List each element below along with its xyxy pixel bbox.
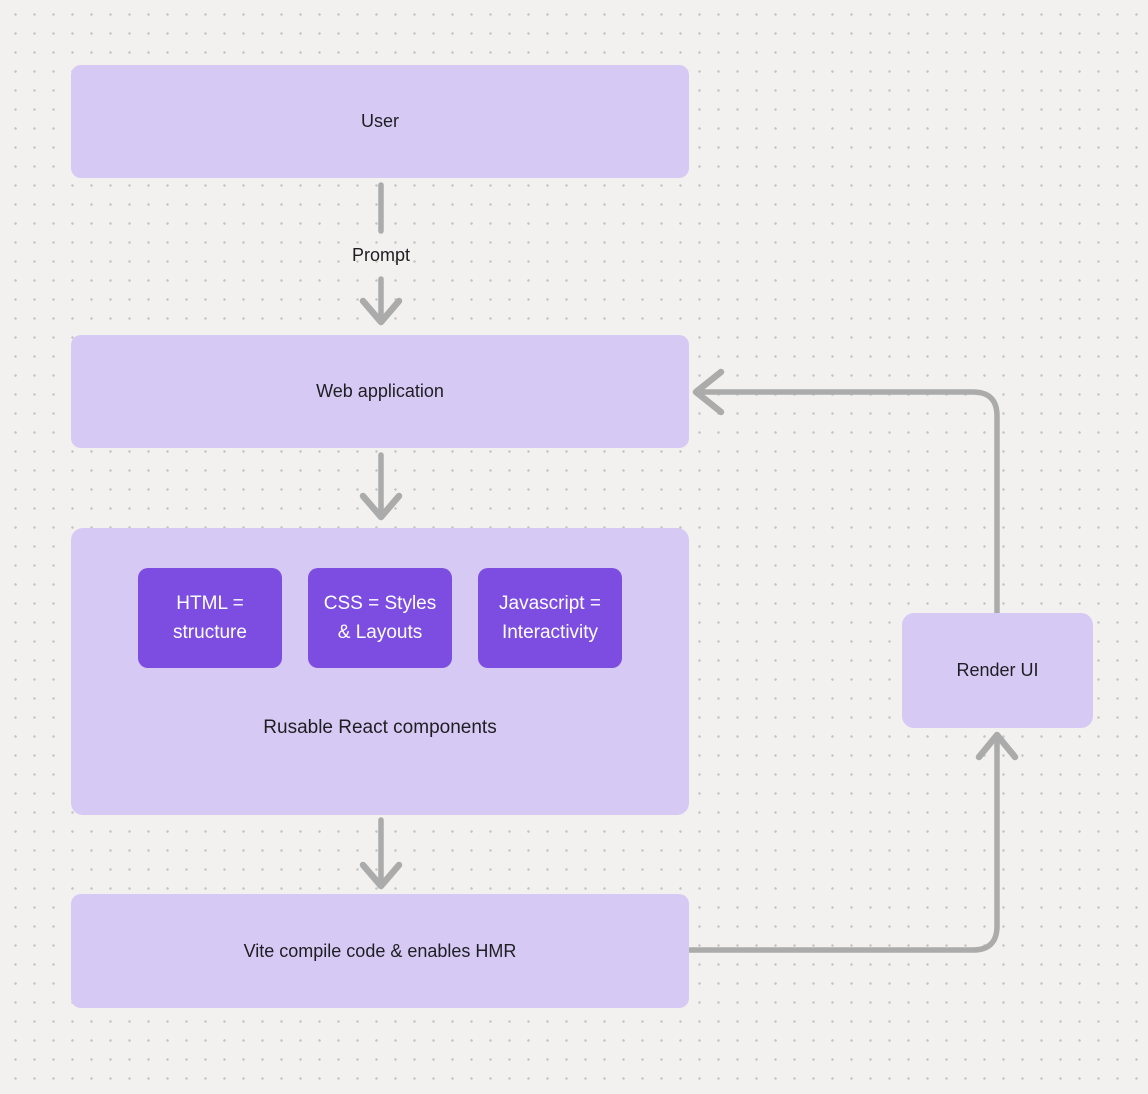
components-group-caption: Rusable React components [263, 717, 497, 738]
edge-render-webapp-arrowhead [692, 368, 725, 416]
chip-javascript-label: Javascript = Interactivity [499, 593, 601, 643]
node-user: User [71, 65, 689, 178]
chip-html: HTML = structure [138, 568, 282, 668]
edge-group-vite-arrowhead [359, 861, 403, 890]
node-web-application-label: Web application [316, 381, 444, 401]
edge-user-webapp-arrowhead [359, 297, 403, 326]
edge-label-prompt: Prompt [351, 245, 411, 265]
node-components-group: HTML = structure CSS = Styles & Layouts … [71, 528, 689, 815]
node-vite-label: Vite compile code & enables HMR [243, 940, 517, 961]
edge-vite-render-line [687, 739, 1000, 953]
chip-html-label: HTML = structure [173, 593, 247, 643]
chip-css-label: CSS = Styles & Layouts [323, 593, 437, 643]
chip-css: CSS = Styles & Layouts [308, 568, 452, 668]
node-render-ui: Render UI [902, 613, 1093, 728]
node-vite: Vite compile code & enables HMR [71, 894, 689, 1008]
components-chip-row: HTML = structure CSS = Styles & Layouts … [71, 568, 689, 668]
node-web-application: Web application [71, 335, 689, 448]
edge-render-webapp-line [698, 389, 1000, 616]
chip-javascript: Javascript = Interactivity [478, 568, 622, 668]
edge-webapp-group-arrowhead [359, 492, 403, 521]
node-user-label: User [360, 111, 399, 131]
edge-vite-render-arrowhead [975, 731, 1019, 761]
node-render-ui-label: Render UI [956, 660, 1039, 680]
